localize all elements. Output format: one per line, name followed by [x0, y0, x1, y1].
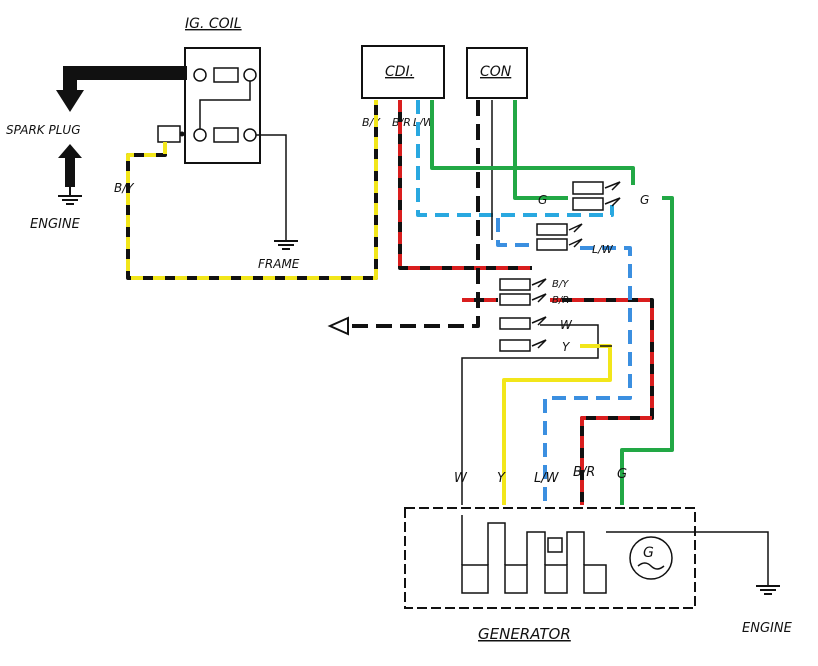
sensor-icon — [547, 537, 563, 553]
generator-label: GENERATOR — [478, 625, 571, 643]
spark-plug-label: SPARK PLUG — [6, 123, 81, 137]
coil-winding-icon — [213, 67, 239, 83]
coil-cell-icon — [461, 564, 489, 594]
wire-blue-white — [416, 100, 632, 505]
gen-w-label: W — [454, 471, 468, 486]
conn-lw-label: L/W — [592, 243, 614, 256]
connector-pin-icon — [179, 131, 185, 137]
coil-winding-icon — [213, 127, 239, 143]
arrow-left-icon — [327, 316, 349, 336]
conn-by-label: B/Y — [552, 279, 569, 290]
conn-y-label: Y — [562, 340, 571, 354]
coil-wire-label: B/Y — [114, 181, 135, 195]
gen-g-label: G — [617, 467, 627, 482]
coil-cell-icon — [504, 564, 528, 594]
generator-housing — [404, 507, 696, 609]
cdi-label: CDI. — [385, 64, 414, 80]
coil-cell-icon — [544, 564, 568, 594]
cdi-wire-by-label: B/Y — [362, 116, 381, 129]
high-tension-lead — [63, 66, 187, 92]
wire-yellow — [502, 344, 612, 505]
cdi-unit-box — [361, 45, 445, 99]
coil-terminal-icon — [193, 68, 207, 82]
wire-black-yellow — [126, 100, 378, 280]
conn-g-label: G — [538, 193, 547, 207]
ignition-coil-box — [184, 47, 261, 164]
conn-br-label: B/R — [552, 295, 569, 306]
con-unit-box — [466, 47, 528, 99]
gen-y-label: Y — [497, 471, 506, 486]
frame-label: FRAME — [258, 257, 300, 271]
coil-cell-icon — [583, 564, 607, 594]
wire-white — [461, 324, 599, 505]
engine-left-label: ENGINE — [30, 217, 81, 232]
arrow-up-icon — [58, 144, 82, 158]
generator-symbol-icon — [629, 536, 673, 580]
connector-block-upper — [572, 181, 621, 211]
conn-w-label: W — [560, 318, 573, 332]
engine-right-label: ENGINE — [742, 621, 793, 636]
gen-br-label: B/R — [573, 465, 595, 480]
connector-block-lower — [499, 278, 547, 352]
ground-right-icon — [756, 585, 780, 595]
gen-lw-label: L/W — [534, 471, 560, 486]
wire-black-red — [398, 100, 654, 505]
con-label: CON — [480, 64, 512, 80]
coil-connector-icon — [157, 125, 181, 143]
generator: G — [404, 507, 696, 609]
ig-coil-label: IG. COIL — [185, 16, 242, 32]
arrow-shaft — [65, 157, 75, 187]
ground-frame-icon — [274, 240, 298, 250]
connector-block-middle — [536, 223, 583, 251]
conn-g-right-label: G — [640, 193, 649, 207]
arrow-down-icon — [56, 90, 84, 112]
ignition-coil: IG. COIL — [157, 16, 261, 164]
wire-green — [430, 100, 674, 505]
gen-symbol-label: G — [643, 545, 654, 561]
ground-left-icon — [58, 187, 82, 205]
